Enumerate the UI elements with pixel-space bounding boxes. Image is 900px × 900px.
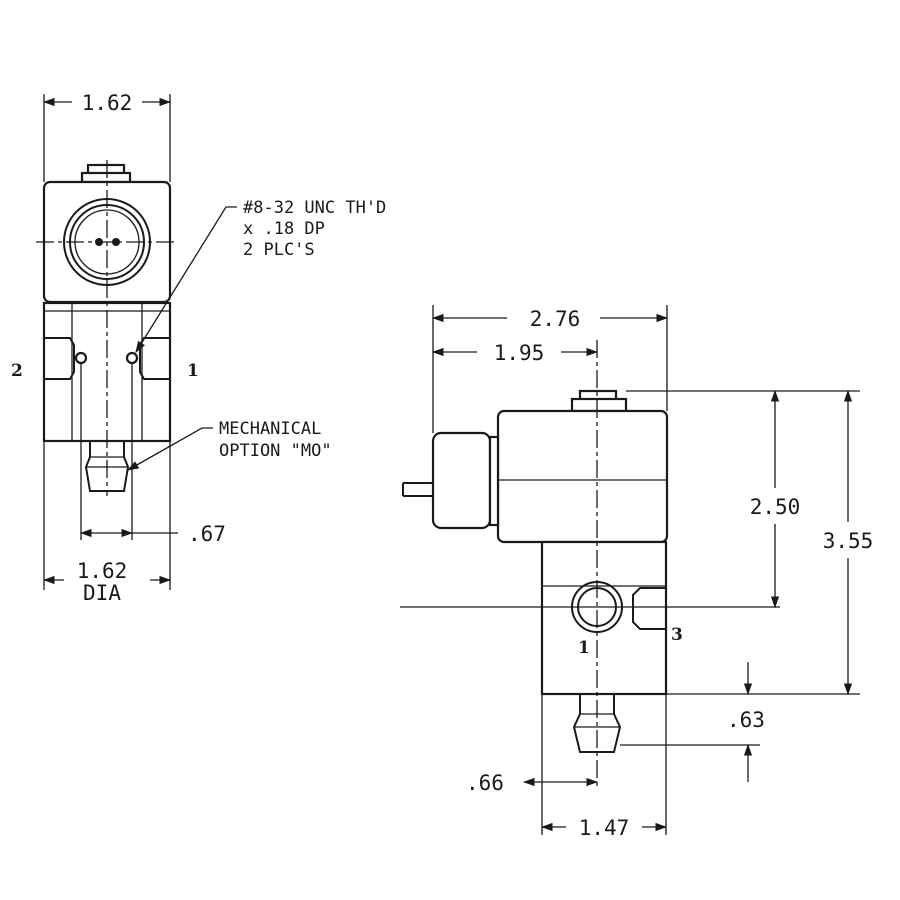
front-port-right [139, 337, 170, 380]
dim-coil-height: 2.50 [750, 495, 801, 519]
front-thread-hole-left [74, 351, 88, 365]
side-connector [431, 431, 492, 530]
front-port-left [44, 337, 75, 380]
dim-front-dia: 1.62 [77, 559, 128, 583]
side-exhaust-port [632, 587, 666, 630]
dim-mo-length: .63 [727, 708, 765, 732]
front-connector-pin-right [112, 238, 120, 246]
dim-front-dia-suffix: DIA [83, 581, 121, 605]
dim-port-offset: .67 [188, 522, 226, 546]
note-mech-line1: MECHANICAL [219, 419, 321, 439]
side-connector-flange [488, 435, 500, 527]
port-label-front-right: 1 [187, 361, 199, 381]
front-thread-hole-right [125, 351, 139, 365]
dim-overall-length: 2.76 [530, 307, 581, 331]
note-mech-line2: OPTION "MO" [219, 441, 332, 461]
dim-overall-height: 3.55 [823, 529, 874, 553]
port-label-side-exhaust: 3 [671, 625, 683, 645]
note-thread-line3: 2 PLC'S [243, 240, 315, 260]
side-cap-washer [570, 397, 628, 413]
side-coil [496, 409, 669, 544]
side-valve-body [540, 540, 668, 696]
leader-thread-note [135, 206, 237, 353]
front-cap-washer [80, 171, 132, 184]
leader-mechanical-option [126, 427, 213, 471]
port-label-side-port: 1 [578, 638, 590, 658]
dim-front-width: 1.62 [82, 91, 133, 115]
note-thread-line1: #8-32 UNC TH'D [243, 198, 386, 218]
dim-body-width: 1.47 [579, 816, 630, 840]
port-label-front-left: 2 [11, 361, 23, 381]
side-view: 2.76 1.95 2.50 3.55 .63 .66 1.47 1 3 [400, 305, 873, 840]
note-thread-line2: x .18 DP [243, 219, 325, 239]
front-view: 1.62 .67 1.62 DIA 2 1 #8-32 UNC TH'D x .… [11, 91, 386, 605]
dim-mo-offset: .66 [466, 771, 504, 795]
dim-coil-center: 1.95 [494, 341, 545, 365]
